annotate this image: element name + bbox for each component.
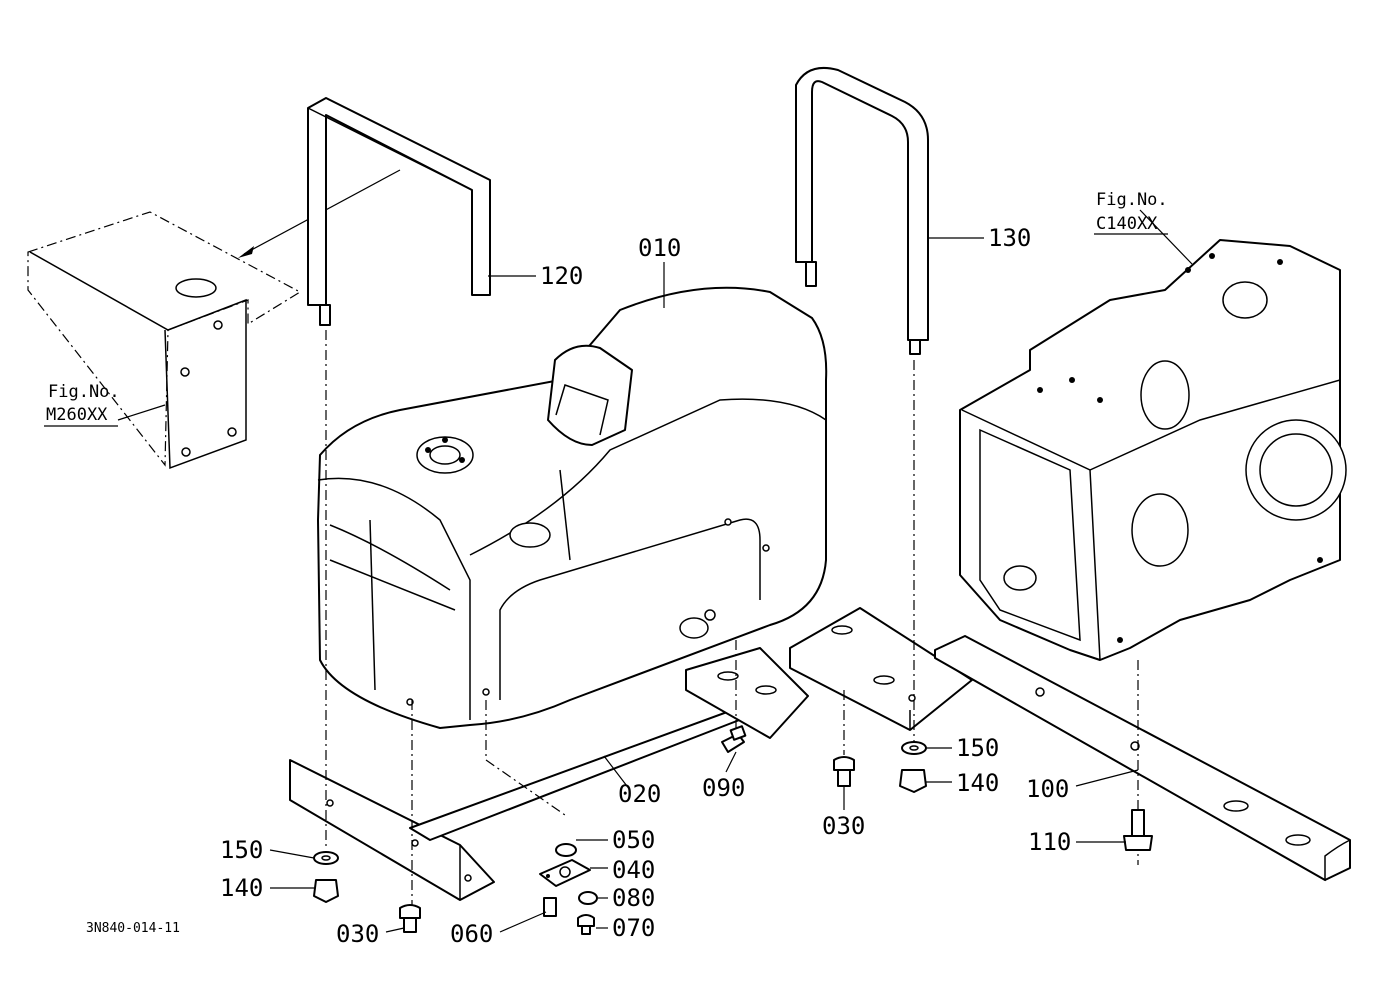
label-050: 050	[612, 826, 655, 854]
label-070: 070	[612, 914, 655, 942]
fig-ref-left-line1: Fig.No.	[48, 382, 120, 402]
nut-080	[578, 891, 598, 905]
o-ring-050	[555, 843, 577, 857]
label-130: 130	[988, 224, 1031, 252]
bolt-090	[721, 725, 747, 753]
label-110: 110	[1028, 828, 1071, 856]
label-140-left: 140	[220, 874, 263, 902]
label-080: 080	[612, 884, 655, 912]
nut-140-left	[313, 879, 339, 903]
plate-040	[539, 859, 591, 887]
rail-100	[934, 635, 1351, 882]
screw-060	[543, 897, 557, 917]
label-120: 120	[540, 262, 583, 290]
bolt-030-mid	[833, 756, 855, 787]
label-060: 060	[450, 920, 493, 948]
label-010: 010	[638, 234, 681, 262]
washer-150-left	[313, 851, 339, 865]
left-bracket-reference	[27, 169, 401, 470]
bolt-110	[1123, 809, 1153, 851]
strap-120	[307, 97, 491, 424]
fig-ref-left-line2: M260XX	[46, 405, 108, 425]
label-030-left: 030	[336, 920, 379, 948]
screw-070	[577, 914, 595, 935]
strap-130	[795, 66, 929, 355]
alignment-lines	[325, 330, 1139, 905]
label-150-left: 150	[220, 836, 263, 864]
fig-ref-right-line2: C140XX	[1096, 214, 1158, 234]
nut-140-right	[899, 769, 927, 793]
label-040: 040	[612, 856, 655, 884]
label-150-right: 150	[956, 734, 999, 762]
fig-ref-right-line1: Fig.No.	[1096, 190, 1168, 210]
label-020: 020	[618, 780, 661, 808]
leader-lines	[117, 209, 1193, 933]
label-090: 090	[702, 774, 745, 802]
label-030-mid: 030	[822, 812, 865, 840]
transmission-case-reference	[959, 239, 1347, 661]
bolt-030-left	[399, 904, 421, 933]
drawing-code: 3N840-014-11	[86, 921, 180, 936]
fuel-tank-010	[317, 286, 828, 729]
fasteners	[313, 725, 1153, 935]
label-100: 100	[1026, 775, 1069, 803]
washer-150-right	[901, 741, 927, 755]
label-140-right: 140	[956, 769, 999, 797]
frame-020	[289, 607, 973, 901]
